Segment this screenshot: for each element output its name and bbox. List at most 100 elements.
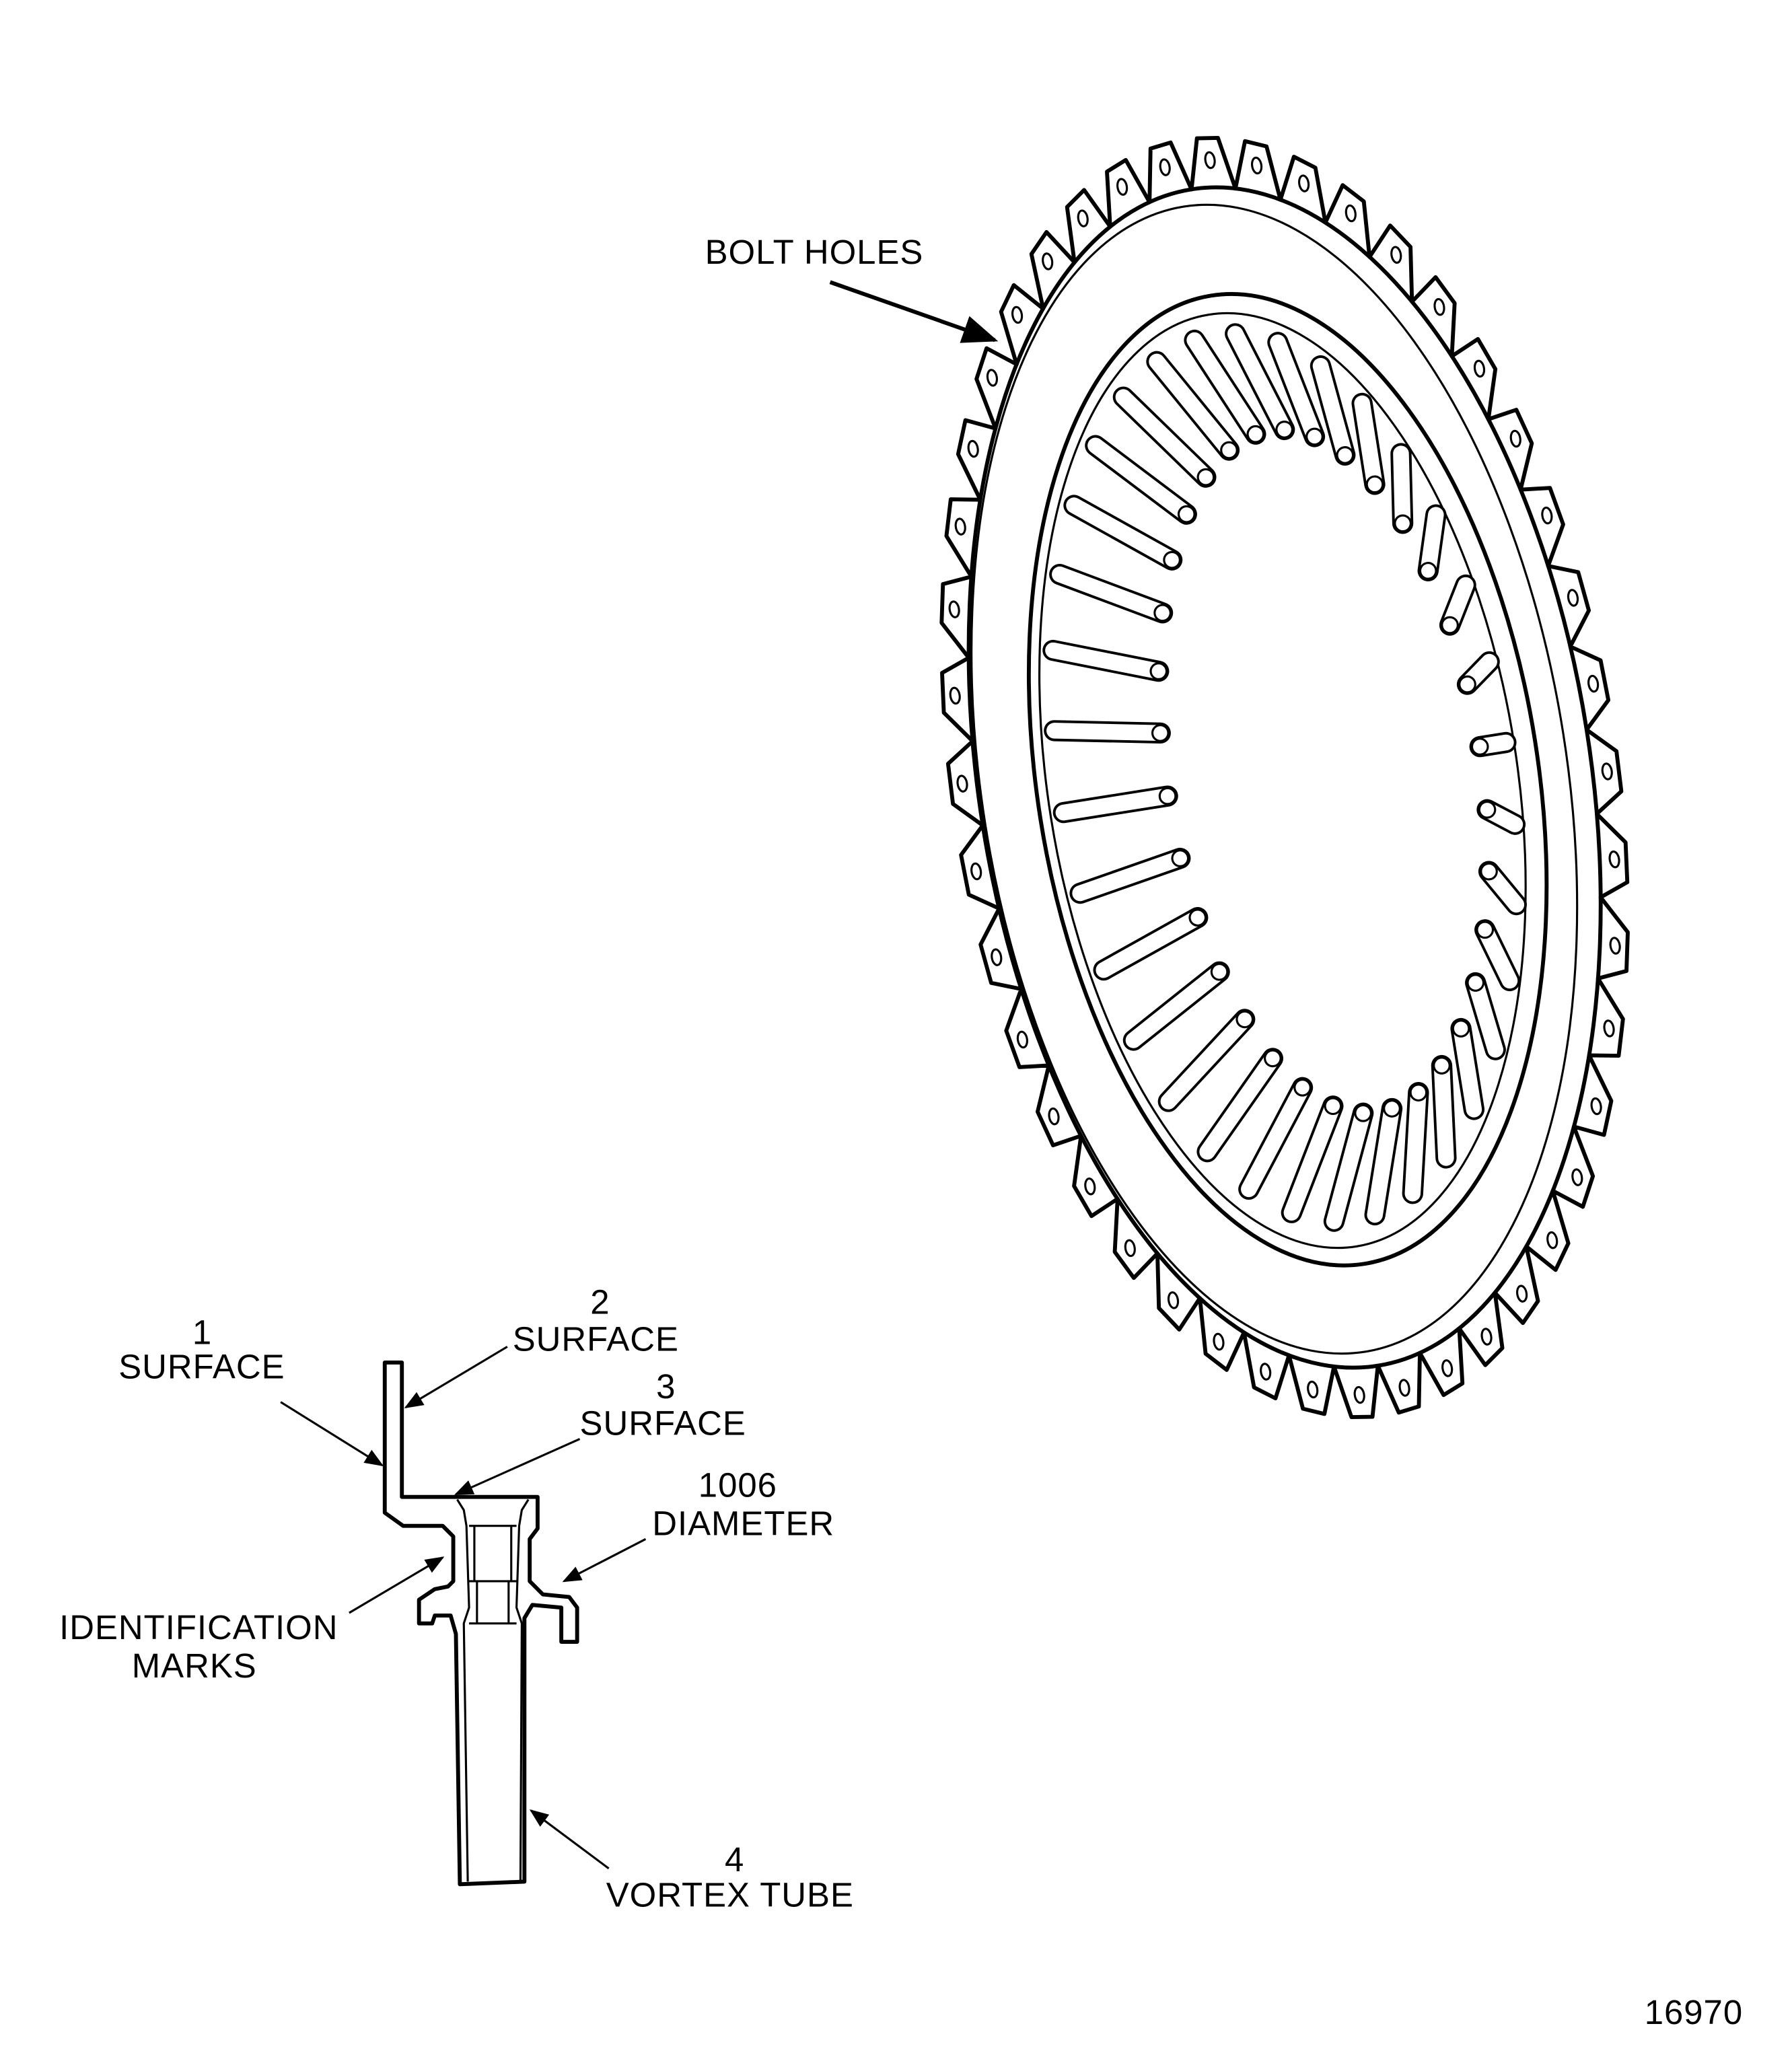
bolt-hole xyxy=(1608,850,1620,869)
vortex-tube xyxy=(1450,1017,1485,1120)
vortex-tube xyxy=(1478,861,1527,916)
vortex-tube xyxy=(1069,847,1191,904)
bolt-hole xyxy=(986,369,999,387)
bolt-hole xyxy=(1567,589,1579,607)
vortex-tube xyxy=(1281,1095,1344,1223)
bolt-hole xyxy=(1084,1177,1096,1196)
ring-inner-wall xyxy=(1026,292,1549,1268)
surface-3-label: SURFACE xyxy=(580,1404,746,1443)
bolt-hole xyxy=(1298,174,1310,192)
vortex-tube xyxy=(1044,720,1171,744)
surface-1-arrow xyxy=(280,1401,384,1467)
bolt-hole xyxy=(1473,359,1486,378)
vortex-tube xyxy=(1417,504,1447,582)
bolt-hole xyxy=(1250,156,1263,175)
figure-number: 16970 xyxy=(1645,1993,1743,2031)
vortex-tube xyxy=(1402,1081,1429,1204)
bolt-hole xyxy=(1345,204,1357,223)
surface-3-number: 3 xyxy=(656,1367,676,1406)
bolt-hole xyxy=(956,774,968,793)
vortex-tube xyxy=(1267,332,1326,447)
bolt-hole xyxy=(1167,1291,1180,1309)
bolt-hole xyxy=(1204,151,1216,170)
bolt-hole xyxy=(1480,1328,1493,1346)
vortex-tube xyxy=(1465,972,1506,1060)
bolt-hole xyxy=(1516,1285,1528,1303)
vortex-tube xyxy=(1431,1054,1457,1169)
vortex-tube xyxy=(1042,639,1170,682)
bolt-holes-arrow xyxy=(829,280,999,343)
bolt-hole xyxy=(1260,1363,1272,1381)
bolt-hole xyxy=(1353,1385,1365,1404)
bolt-hole xyxy=(954,517,966,536)
vortex-tube xyxy=(1456,651,1500,695)
vortex-tube xyxy=(1112,386,1217,488)
surface-1-number: 1 xyxy=(192,1313,212,1352)
bolt-hole xyxy=(1159,158,1171,176)
bolt-hole xyxy=(970,862,982,881)
bolt-hole xyxy=(1590,1097,1602,1116)
vortex-tube-number: 4 xyxy=(725,1840,744,1879)
bolt-hole xyxy=(967,439,979,458)
bolt-hole xyxy=(949,686,961,705)
diameter-label: DIAMETER xyxy=(652,1504,834,1542)
ring-teeth xyxy=(939,136,1630,1420)
vortex-tube-label: VORTEX TUBE xyxy=(606,1876,854,1914)
bolt-hole xyxy=(1307,1380,1319,1399)
bolt-hole xyxy=(991,948,1003,966)
bolt-hole xyxy=(1441,1359,1454,1377)
bolt-hole xyxy=(1398,1379,1410,1397)
vortex-tube xyxy=(1364,1097,1403,1226)
vortex-ring-assembly xyxy=(939,136,1630,1420)
ring-tooth-outline xyxy=(939,136,1630,1420)
vortex-tube xyxy=(1157,1009,1256,1112)
bolt-hole xyxy=(1042,252,1054,270)
bolt-hole xyxy=(1587,674,1600,693)
vortex-tube xyxy=(1439,574,1476,636)
surface-2-label: SURFACE xyxy=(513,1319,679,1358)
vortex-tube xyxy=(1184,329,1266,445)
vortex-tube xyxy=(1049,563,1174,624)
surface-3-arrow xyxy=(454,1438,581,1496)
bolt-hole xyxy=(1571,1168,1583,1186)
bolt-hole xyxy=(1213,1332,1225,1351)
vortex-tube-arrow xyxy=(529,1809,610,1870)
vortex-tube xyxy=(1225,323,1295,441)
identification-label-line2: MARKS xyxy=(132,1647,257,1685)
bolt-hole xyxy=(1011,305,1024,324)
vortex-tube xyxy=(1474,919,1521,992)
vortex-tube xyxy=(1469,731,1517,758)
bolt-hole xyxy=(1609,937,1621,955)
vortex-tube xyxy=(1122,961,1230,1051)
vortex-tube-cross-section xyxy=(382,1361,579,1887)
vortex-tube xyxy=(1390,443,1414,534)
surface-1-label: SURFACE xyxy=(118,1347,285,1385)
vortex-tube xyxy=(1323,1102,1374,1232)
diameter-arrow xyxy=(562,1538,647,1583)
vortex-tube xyxy=(1310,355,1356,466)
bolt-hole xyxy=(948,600,960,618)
bolt-hole xyxy=(1116,178,1128,196)
identification-arrow xyxy=(349,1556,445,1614)
vortex-tube xyxy=(1093,907,1209,981)
ring-outer-rim xyxy=(966,185,1603,1370)
bolt-hole xyxy=(1433,297,1445,316)
bolt-hole xyxy=(1546,1231,1558,1250)
vortex-tube xyxy=(1052,785,1178,824)
vortex-tube xyxy=(1085,435,1197,525)
bolt-hole xyxy=(1077,209,1089,227)
identification-label-line1: IDENTIFICATION xyxy=(59,1608,338,1647)
bolt-hole xyxy=(1048,1107,1060,1126)
bolt-hole xyxy=(1390,246,1402,264)
bolt-hole xyxy=(1509,429,1521,448)
bolt-hole xyxy=(1124,1239,1136,1258)
vortex-tube xyxy=(1146,351,1240,461)
bolt-hole xyxy=(1601,762,1613,781)
surface-2-number: 2 xyxy=(590,1282,610,1321)
bolt-holes-label: BOLT HOLES xyxy=(705,233,924,271)
bolt-hole xyxy=(1541,506,1553,525)
bolt-hole xyxy=(1603,1019,1615,1038)
vortex-tubes xyxy=(1042,323,1527,1232)
vortex-tube xyxy=(1351,392,1386,495)
